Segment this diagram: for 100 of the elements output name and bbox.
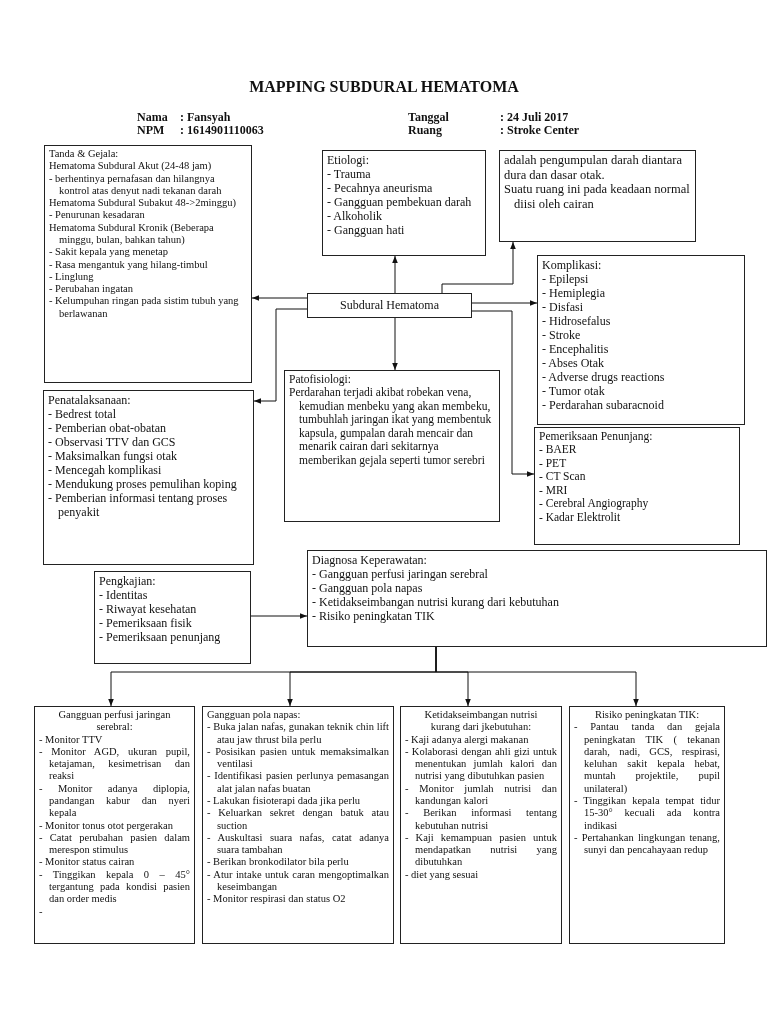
list-item: Hematoma Subdural Subakut 48->2minggu) xyxy=(49,197,238,210)
field-value: : Stroke Center xyxy=(500,123,580,138)
list-item: - Pecahnya aneurisma xyxy=(327,181,434,196)
arrow xyxy=(392,317,398,371)
list-item: - Tinggikan kepala 0 – 45° tergantung pada kondisi pasien dan order medis xyxy=(39,868,190,906)
list-item: - Kelumpuhan ringan pada sistim tubuh yang berlawanan xyxy=(49,295,240,320)
arrow xyxy=(435,646,639,707)
list-item: - Pemberian obat-obatan xyxy=(48,421,167,436)
list-item: - Pemberian informasi tentang proses penyakit xyxy=(48,491,229,520)
field-value: : 24 Juli 2017 xyxy=(500,110,569,125)
list-item: - Pantau tanda dan gejala peningkatan TIK ( tekanan darah, nadi, GCS, respirasi, keluhan sakit kepala hebat, muntah projektile, pupil unilateral) xyxy=(574,721,720,795)
box-heading: Subdural Hematoma xyxy=(339,298,440,313)
list-item: - Berikan informasi tentang kebutuhan nutrisi xyxy=(405,807,557,832)
list-item: - Riwayat kesehatan xyxy=(99,602,198,617)
list-item: - Mencegah komplikasi xyxy=(48,463,163,478)
arrow xyxy=(441,241,516,294)
list-item: - Gangguan perfusi jaringan serebral xyxy=(312,567,489,582)
box-heading: Risiko peningkatan TIK: xyxy=(593,709,701,722)
list-item: - CT Scan xyxy=(539,470,587,484)
field-value: : Fansyah xyxy=(180,110,231,125)
concept-box xyxy=(322,150,486,256)
list-item: - Adverse drugs reactions xyxy=(542,370,666,385)
list-item: - PET xyxy=(539,456,568,471)
box-heading: Penatalaksanaan: xyxy=(48,393,132,408)
concept-box xyxy=(284,370,500,522)
arrow xyxy=(392,255,398,294)
list-item: Perdarahan terjadi akibat robekan vena, kemudian menbeku yang akan membeku, tumbuhlah jaringan ikat yang membentuk kapsula, gumpalan darah mencair dan menarik cairan dari sekitarnya memberikan gejala seperti tumor serebri xyxy=(289,386,493,468)
box-heading: Pengkajian: xyxy=(99,574,157,589)
concept-box xyxy=(534,427,740,545)
box-heading: Patofisiologi: xyxy=(289,373,352,387)
list-item: - Ketidakseimbangan nutrisi kurang dari kebutuhan xyxy=(312,595,560,610)
field-label: Nama xyxy=(137,110,168,125)
concept-box xyxy=(537,255,745,425)
list-item: Hematoma Subdural Akut (24-48 jam) xyxy=(49,160,213,173)
concept-box xyxy=(307,293,472,318)
list-item: - Gangguan hati xyxy=(327,223,406,238)
list-item: - Kaji kemampuan pasien untuk mendapatkan nutrisi yang dibutuhkan xyxy=(405,831,557,869)
box-heading: adalah pengumpulan darah diantara dura dan dasar otak. xyxy=(504,153,684,183)
box-heading: Gangguan perfusi jaringan serebral: xyxy=(57,709,172,734)
list-item: - Hidrosefalus xyxy=(542,314,612,329)
list-item: - Gangguan pembekuan darah xyxy=(327,195,473,210)
list-item: - xyxy=(39,905,44,918)
list-item: - Encephalitis xyxy=(542,342,610,357)
list-item: - Stroke xyxy=(542,328,582,343)
list-item: Hematoma Subdural Kronik (Beberapa minggu, bulan, bahkan tahun) xyxy=(49,221,215,247)
list-item: - Pertahankan lingkungan tenang, sunyi dan pencahayaan redup xyxy=(574,831,720,857)
list-item: - Kolaborasi dengan ahli gizi untuk menentukan jumlah kalori dan nutrisi yang dibutuhkan pasien xyxy=(405,745,557,783)
list-item: - Auskultasi suara nafas, catat adanya suara tambahan xyxy=(207,831,389,857)
box-heading: Pemeriksaan Penunjang: xyxy=(539,430,654,444)
list-item: - Monitor tonus otot pergerakan xyxy=(39,819,174,832)
list-item: - Atur intake untuk caran mengoptimalkan keseimbangan xyxy=(207,868,389,894)
list-item: - Identitas xyxy=(99,588,149,603)
list-item: - Monitor status cairan xyxy=(39,856,136,869)
list-item: - Sakit kepala yang menetap xyxy=(49,246,169,259)
concept-box xyxy=(569,706,725,944)
list-item: - Rasa mengantuk yang hilang-timbul xyxy=(49,258,209,271)
list-item: - Monitor adanya diplopia, pandangan kabur dan nyeri kepala xyxy=(39,782,190,820)
concept-box xyxy=(94,571,251,664)
list-item: - Tumor otak xyxy=(542,384,606,399)
list-item: - Abses Otak xyxy=(542,356,605,371)
list-item: - Alkoholik xyxy=(327,209,383,224)
concept-box xyxy=(34,706,195,944)
list-item: - Monitor respirasi dan status O2 xyxy=(207,893,347,906)
box-heading: Tanda & Gejala: xyxy=(49,148,120,161)
concept-box xyxy=(499,150,696,242)
list-item: - Kaji adanya alergi makanan xyxy=(405,733,530,746)
box-heading: Komplikasi: xyxy=(542,258,603,273)
concept-box xyxy=(400,706,562,944)
list-item: - Epilepsi xyxy=(542,272,590,287)
list-item: - Identifikasi pasien perlunya pemasangan alat jalan nafas buatan xyxy=(207,770,389,795)
list-item: - Keluarkan sekret dengan batuk atau suction xyxy=(207,807,389,832)
arrow xyxy=(253,308,308,404)
list-item: - Trauma xyxy=(327,167,372,182)
list-item: - Mendukung proses pemulihan koping xyxy=(48,477,238,492)
list-item: - Maksimalkan fungsi otak xyxy=(48,449,178,464)
list-item: Suatu ruang ini pada keadaan normal diisi oleh cairan xyxy=(504,182,691,212)
arrow xyxy=(471,300,538,306)
list-item: - Pemeriksaan fisik xyxy=(99,616,193,631)
box-heading: Diagnosa Keperawatan: xyxy=(312,553,428,568)
list-item: - Posisikan pasien untuk memaksimalkan ventilasi xyxy=(207,745,389,771)
field-label: NPM xyxy=(137,123,165,138)
title: MAPPING SUBDURAL HEMATOMA xyxy=(248,78,520,96)
list-item: - BAER xyxy=(539,443,578,457)
list-item: - Pemeriksaan penunjang xyxy=(99,630,222,645)
field-value: : 1614901110063 xyxy=(180,123,264,138)
list-item: - Perdarahan subaracnoid xyxy=(542,398,665,413)
list-item: - Penurunan kesadaran xyxy=(49,209,146,222)
list-item: - Berikan bronkodilator bila perlu xyxy=(207,856,350,869)
field-label: Tanggal xyxy=(408,110,449,125)
list-item: - Perubahan ingatan xyxy=(49,283,134,296)
concept-box xyxy=(202,706,394,944)
list-item: - Monitor AGD, ukuran pupil, ketajaman, kesimetrisan dan reaksi xyxy=(39,745,190,783)
concept-box xyxy=(43,390,254,565)
concept-box xyxy=(44,145,252,383)
list-item: - Buka jalan nafas, gunakan teknik chin lift atau jaw thrust bila perlu xyxy=(207,721,389,746)
list-item: - Disfasi xyxy=(542,300,584,315)
list-item: - Risiko peningkatan TIK xyxy=(312,609,436,624)
arrow xyxy=(251,295,308,301)
list-item: - Gangguan pola napas xyxy=(312,581,424,596)
list-item: - Kadar Elektrolit xyxy=(539,510,622,525)
